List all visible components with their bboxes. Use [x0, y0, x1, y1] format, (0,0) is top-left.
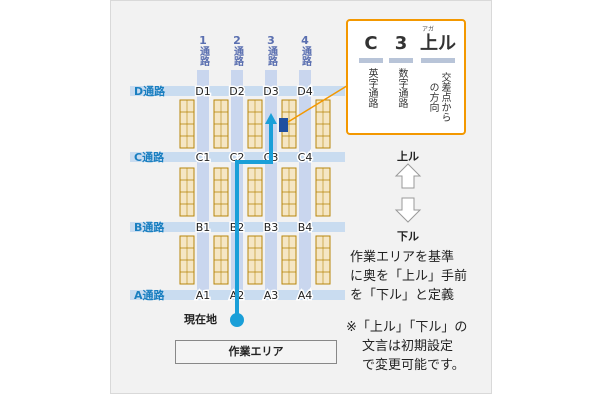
route-arrowhead: [265, 113, 277, 124]
intersection-label: D4: [297, 85, 312, 98]
note-text: ※「上ル」「下ル」の 文言は初期設定 で変更可能です。: [346, 318, 467, 375]
shelf-unit: [315, 99, 331, 149]
shelf-unit: [281, 99, 297, 149]
legend-big-3: 上ル: [420, 33, 456, 54]
route: [230, 83, 351, 327]
aisle-4-label: 通路: [300, 46, 312, 67]
definition-line-1: 作業エリアを基準: [350, 250, 455, 265]
shelf-unit: [179, 235, 195, 285]
legend-big-1: C: [364, 33, 378, 54]
legend-big-2: 3: [394, 33, 408, 54]
aisle-lane-1: [197, 70, 209, 300]
legend-desc-3: 交差点からの方向: [427, 72, 450, 122]
shelf-unit: [281, 167, 297, 217]
legend-bar-3: [421, 58, 455, 63]
legend-ruby-3: アガ: [422, 26, 435, 33]
intersection-label: B4: [298, 221, 313, 234]
shelf-unit: [213, 167, 229, 217]
direction-indicator: 上ル 下ル: [394, 149, 422, 243]
intersection-label: A1: [196, 289, 211, 302]
direction-down-label: 下ル: [397, 230, 419, 243]
definition-text: 作業エリアを基準 に奥を「上ル」手前 を「下ル」と定義: [350, 248, 467, 305]
aisle-2-label: 通路: [232, 46, 244, 67]
legend-bar-1: [359, 58, 383, 63]
up-arrow-icon: [394, 163, 422, 189]
intersection-label: D3: [263, 85, 278, 98]
aisle-headers: 1 2 3 4 通路 通路 通路 通路: [198, 34, 312, 67]
definition-line-3: を「下ル」と定義: [350, 288, 455, 303]
passage-label-d: D通路: [134, 84, 166, 98]
current-location-dot: [230, 313, 244, 327]
shelf-unit: [315, 235, 331, 285]
legend-box: C 英字通路 3 数字通路 アガ 上ル 交差点からの方向: [346, 19, 466, 135]
current-location-label: 現在地: [184, 312, 217, 326]
down-arrow-icon: [394, 197, 422, 223]
shelf-unit: [281, 235, 297, 285]
legend-item-number: 3 数字通路: [386, 27, 416, 108]
shelf-unit: [213, 235, 229, 285]
passage-label-c: C通路: [134, 150, 165, 164]
intersection-label: A4: [298, 289, 313, 302]
passage-labels: D通路 C通路 B通路 A通路: [134, 84, 166, 302]
aisle-1-number: 1: [199, 34, 207, 47]
legend-desc-1: 英字通路: [366, 68, 377, 108]
work-area-box: 作業エリア: [175, 340, 337, 364]
legend-item-alpha: C 英字通路: [356, 27, 386, 108]
aisle-lane-3: [265, 70, 277, 300]
passage-band-d: [130, 86, 345, 96]
definition-line-2: に奥を「上ル」手前: [350, 269, 468, 284]
legend-bar-2: [389, 58, 413, 63]
shelf-unit: [179, 99, 195, 149]
shelf-unit: [247, 167, 263, 217]
legend-pointer: [287, 83, 351, 123]
note-line-1: ※「上ル」「下ル」の: [346, 320, 468, 335]
intersection-label: B3: [264, 221, 279, 234]
aisle-1-label: 通路: [198, 46, 210, 67]
passage-label-b: B通路: [134, 220, 165, 234]
aisle-4-number: 4: [301, 34, 309, 47]
aisle-lane-4: [299, 70, 311, 300]
intersection-label: A3: [264, 289, 279, 302]
passage-label-a: A通路: [134, 288, 166, 302]
intersection-label: C4: [298, 151, 313, 164]
aisle-3-number: 3: [267, 34, 275, 47]
shelf-unit: [179, 167, 195, 217]
shelf-unit: [247, 235, 263, 285]
aisle-3-label: 通路: [266, 46, 278, 67]
shelf-unit: [315, 167, 331, 217]
intersection-label: D2: [229, 85, 244, 98]
note-line-3: で変更可能です。: [362, 358, 465, 373]
legend-desc-2: 数字通路: [396, 68, 407, 108]
shelf-grid: [179, 99, 331, 285]
legend-item-direction: アガ 上ル 交差点からの方向: [418, 27, 458, 126]
intersection-label: C1: [196, 151, 211, 164]
passage-band-c: [130, 152, 345, 162]
route-line: [235, 122, 273, 318]
target-marker: [279, 118, 288, 132]
shelf-unit: [213, 99, 229, 149]
note-line-2: 文言は初期設定: [362, 339, 454, 354]
intersection-label: D1: [195, 85, 210, 98]
shelf-unit: [247, 99, 263, 149]
intersection-label: B1: [196, 221, 211, 234]
direction-up-label: 上ル: [397, 149, 419, 163]
aisle-2-number: 2: [233, 34, 241, 47]
